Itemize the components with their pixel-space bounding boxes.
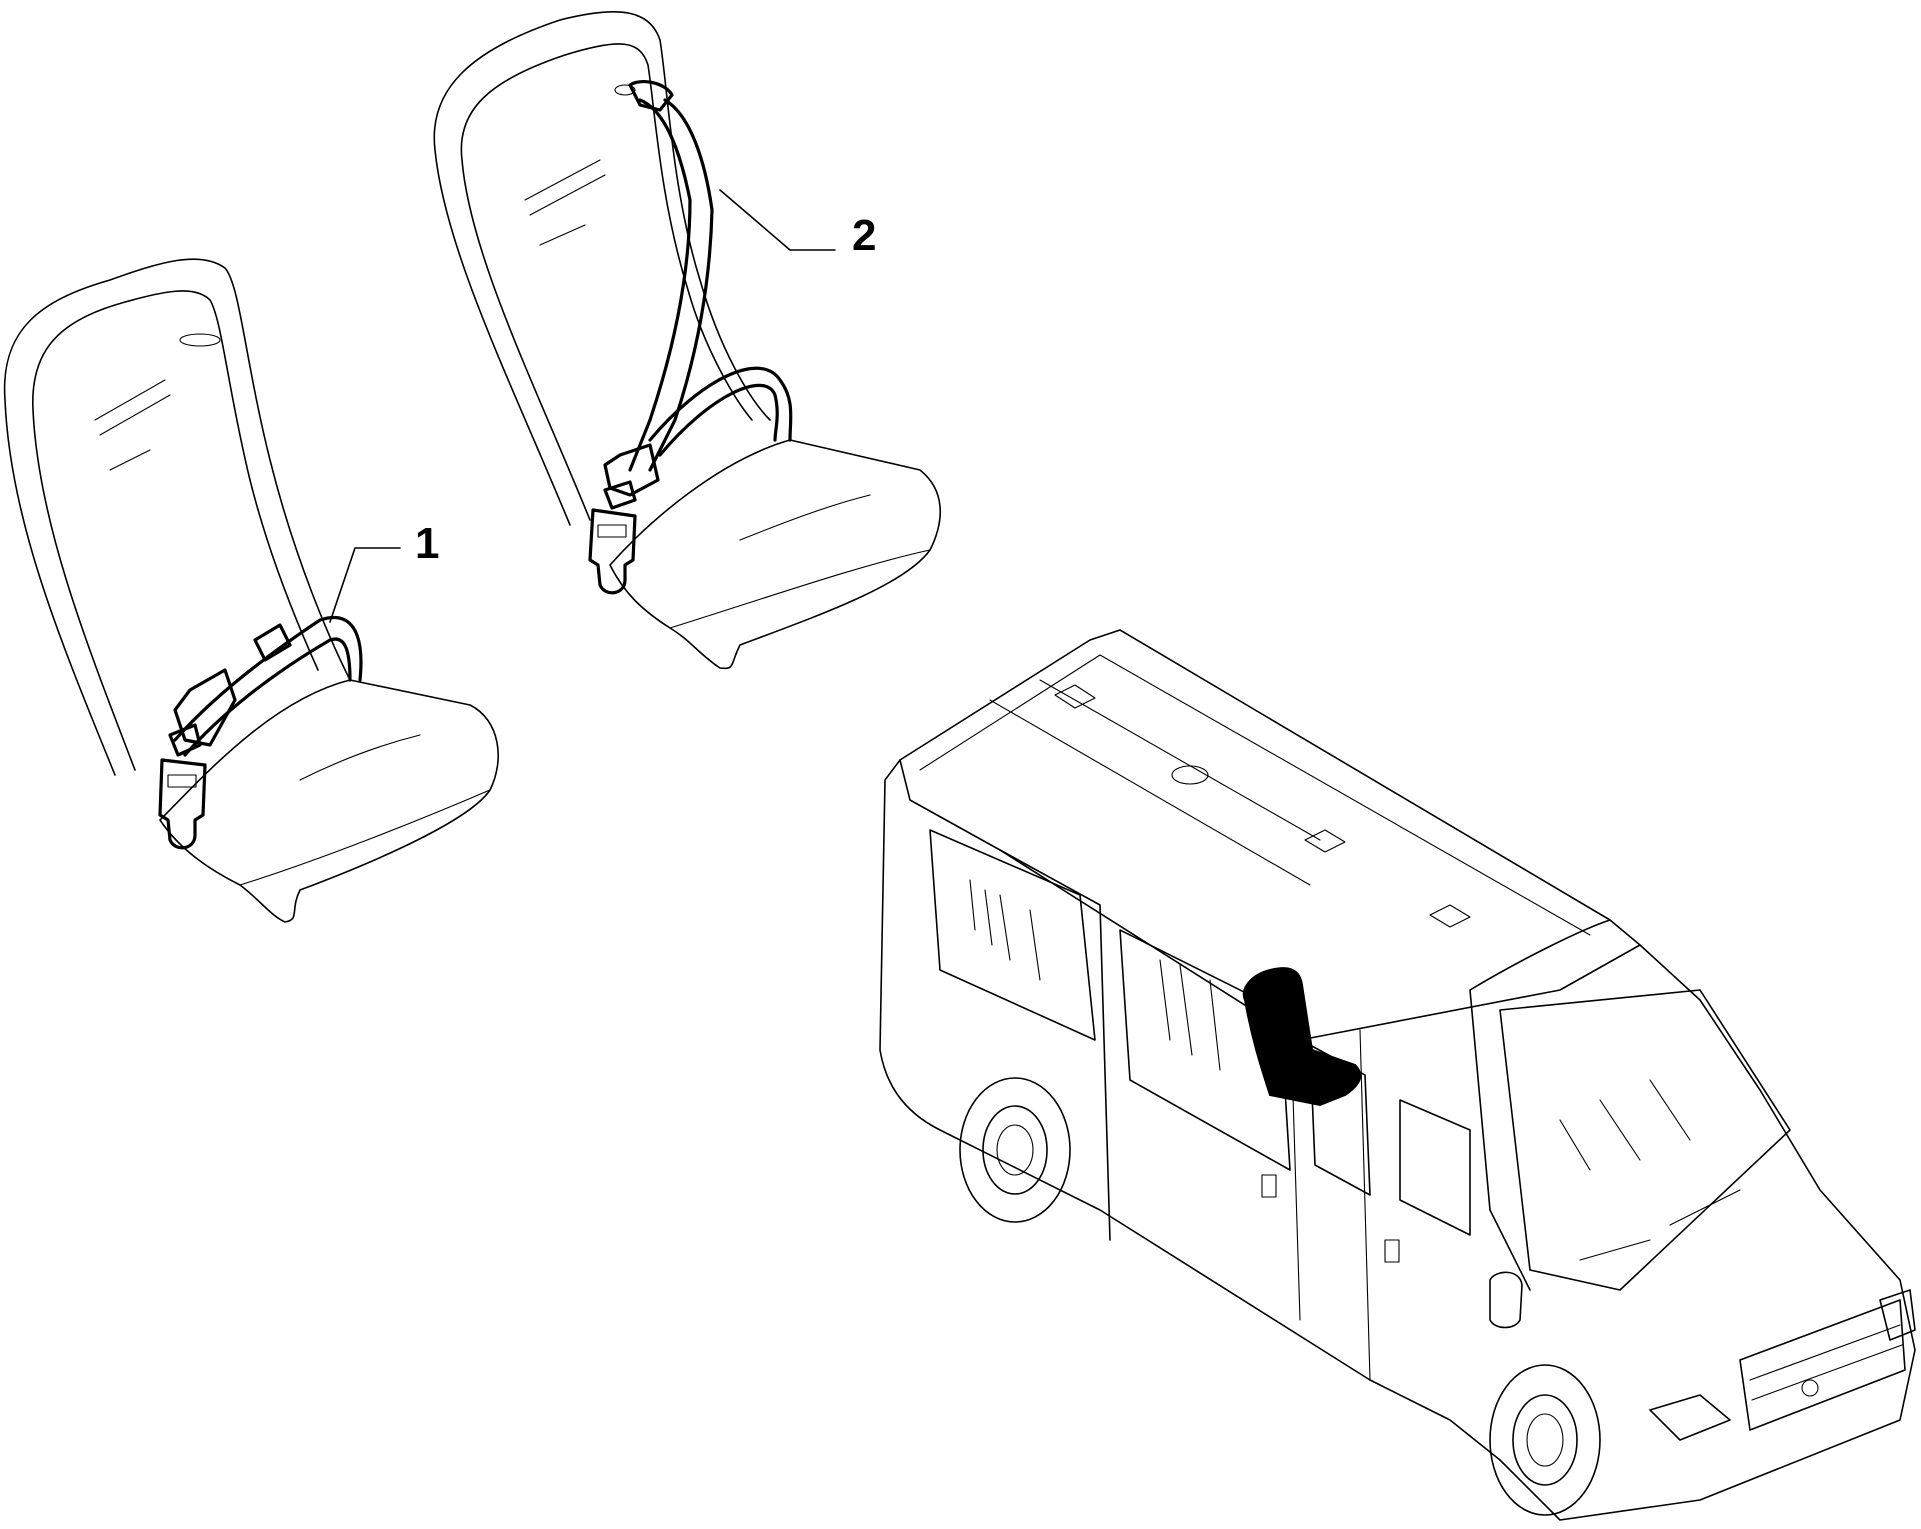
callout-2-label: 2 bbox=[852, 211, 876, 260]
seat-with-three-point-belt: 2 bbox=[433, 11, 941, 670]
highlighted-seat-location bbox=[1242, 967, 1362, 1107]
van-illustration bbox=[879, 629, 1916, 1521]
seat-with-lap-belt: 1 bbox=[3, 258, 499, 923]
callout-1-label: 1 bbox=[415, 519, 439, 568]
